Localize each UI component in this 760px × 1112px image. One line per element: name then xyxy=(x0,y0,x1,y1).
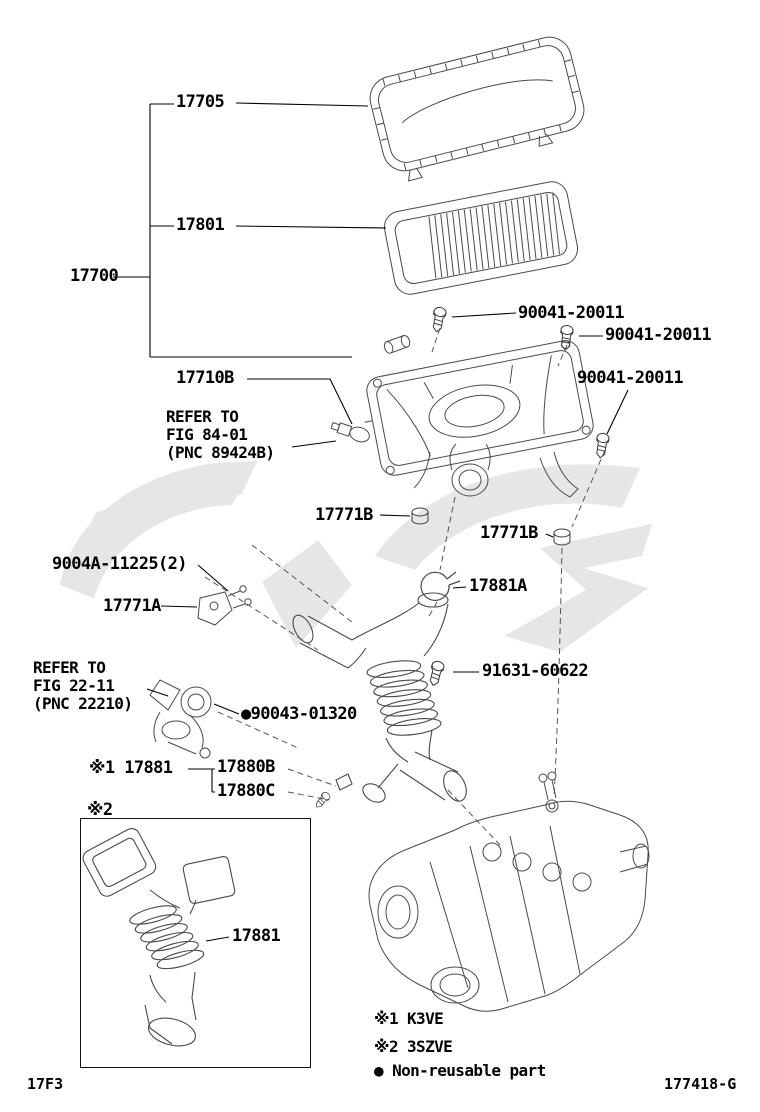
legend-note1: ※1 K3VE xyxy=(374,1009,444,1028)
refer-fig22-line1: REFER TO xyxy=(33,658,106,677)
label-90041-20011-a: 90041-20011 xyxy=(518,303,625,323)
label-17880C: 17880C xyxy=(217,781,275,801)
label-17881-k3ve: ※1 17881 xyxy=(89,758,173,778)
label-90041-20011-c: 90041-20011 xyxy=(577,368,684,388)
case-port xyxy=(413,443,579,498)
label-90043-01320: ●90043-01320 xyxy=(241,704,357,724)
label-17705: 17705 xyxy=(176,92,225,112)
dashed-lines xyxy=(204,327,606,846)
label-17700: 17700 xyxy=(70,266,119,286)
refer-fig84-line2: FIG 84-01 xyxy=(166,425,248,444)
label-variant2-mark: ※2 xyxy=(87,800,113,820)
bolt-c-icon xyxy=(593,432,611,460)
throttle-drawing xyxy=(149,679,212,759)
label-17881-3szve: 17881 xyxy=(232,926,281,946)
bracket-drawing xyxy=(197,585,252,626)
case-nipple xyxy=(383,334,411,354)
label-17801: 17801 xyxy=(176,215,225,235)
label-17771B-a: 17771B xyxy=(315,505,373,525)
sensor-drawing xyxy=(330,422,370,443)
legend-note2: ※2 3SZVE xyxy=(374,1037,453,1056)
manifold-drawing xyxy=(368,771,650,1012)
filter-drawing xyxy=(383,181,579,295)
refer-fig22-line3: (PNC 22210) xyxy=(33,694,133,713)
label-90041-20011-b: 90041-20011 xyxy=(605,325,712,345)
label-17771B-b: 17771B xyxy=(480,523,538,543)
label-17880B: 17880B xyxy=(217,757,275,777)
clamp-drawing xyxy=(420,571,461,601)
figure-code: 177418-G xyxy=(664,1075,737,1093)
label-91631-60622: 91631-60622 xyxy=(482,661,589,681)
watermark xyxy=(60,461,652,652)
variant-2-box xyxy=(80,818,311,1068)
label-17771A: 17771A xyxy=(103,596,161,616)
small-bolt-icon xyxy=(313,790,332,811)
case-drawing xyxy=(364,340,594,476)
label-9004A-11225: 9004A-11225(2) xyxy=(52,554,187,574)
label-17881A: 17881A xyxy=(469,576,527,596)
page-code: 17F3 xyxy=(27,1075,64,1093)
refer-fig22-line2: FIG 22-11 xyxy=(33,676,115,695)
leader-lines xyxy=(113,102,629,942)
legend-non-reusable: ● Non-reusable part xyxy=(374,1061,546,1080)
cap-drawing xyxy=(369,36,585,182)
bolt-a-icon xyxy=(430,306,448,334)
inset-hose-drawing xyxy=(82,828,236,1047)
bolt-d-icon xyxy=(426,659,446,688)
hose-drawing xyxy=(292,592,467,803)
label-17710B: 17710B xyxy=(176,368,234,388)
refer-fig84-line1: REFER TO xyxy=(166,407,239,426)
refer-fig84-line3: (PNC 89424B) xyxy=(166,443,275,462)
